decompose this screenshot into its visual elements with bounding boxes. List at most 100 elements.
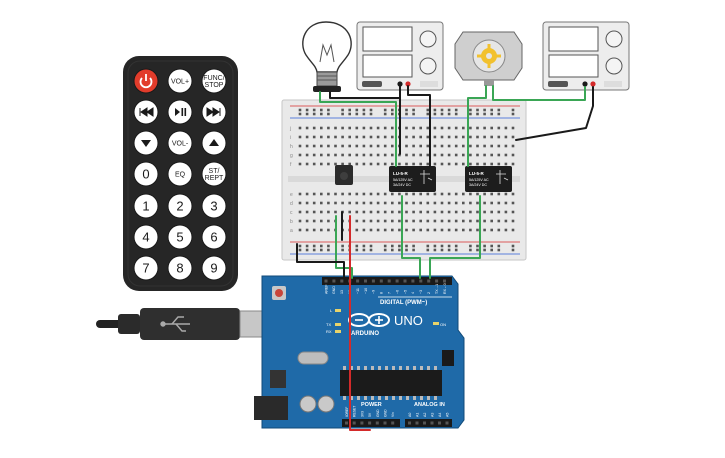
light-bulb[interactable] <box>302 21 352 92</box>
dc-motor[interactable] <box>454 31 523 86</box>
remote-button-next[interactable] <box>201 99 227 125</box>
breadboard-row-label: a <box>290 228 293 234</box>
remote-button-power[interactable] <box>133 68 159 94</box>
remote-button-label: VOL+ <box>171 79 189 86</box>
remote-button-up[interactable] <box>201 130 227 156</box>
breadboard-row-label: e <box>290 192 293 198</box>
analog-pin-label: A5 <box>446 413 450 417</box>
remote-button-st-rept[interactable]: ST/REPT <box>201 161 227 187</box>
remote-button-vol-up[interactable]: VOL+ <box>167 68 193 94</box>
remote-button-func-stop[interactable]: FUNC/STOP <box>201 68 227 94</box>
digital-pin-label: GND <box>332 286 336 294</box>
analog-pin-label: A0 <box>408 413 412 417</box>
board-model: UNO <box>394 313 423 328</box>
digital-pin-label: ~3 <box>419 290 423 294</box>
remote-button-eight[interactable]: 8 <box>167 255 193 281</box>
relay-1-name: LU-5-R <box>393 171 408 176</box>
power-pin-label: IOREF <box>345 407 349 417</box>
digital-pin-label: 7 <box>388 292 392 294</box>
wires[interactable] <box>296 85 594 431</box>
digital-label: DIGITAL (PWM~) <box>380 300 427 306</box>
relay-2[interactable]: LU-5-R 5A/125V AC 3A/24V DC <box>465 166 512 192</box>
led-l-label: L <box>330 308 333 313</box>
remote-button-seven[interactable]: 7 <box>133 255 159 281</box>
digital-pin-label: 2 <box>427 292 431 294</box>
breadboard-row-label: i <box>290 135 291 141</box>
wire-motor-to-supply2 <box>492 85 586 101</box>
breadboard-row-label: g <box>290 153 293 159</box>
remote-button-five[interactable]: 5 <box>167 224 193 250</box>
relay-1-rating-dc: 3A/24V DC <box>393 183 411 187</box>
remote-button-prev[interactable] <box>133 99 159 125</box>
digital-pin-label: ~9 <box>372 290 376 294</box>
remote-button-nine[interactable]: 9 <box>201 255 227 281</box>
analog-pin-label: A4 <box>438 413 442 417</box>
analog-in-label: ANALOG IN <box>414 402 445 408</box>
play-pause-icon <box>175 108 187 116</box>
usb-icon <box>160 316 190 332</box>
analog-pin-label: A1 <box>416 413 420 417</box>
gear-icon <box>477 44 501 68</box>
remote-button-label: 9 <box>210 261 217 276</box>
remote-button-label: 6 <box>210 230 217 245</box>
remote-button-down[interactable] <box>133 130 159 156</box>
wire-supply2-to-breadboard <box>515 86 594 141</box>
remote-button-four[interactable]: 4 <box>133 224 159 250</box>
power-supply-2[interactable] <box>542 21 630 91</box>
ir-receiver[interactable] <box>335 165 353 185</box>
led-rx-label: RX <box>326 329 332 334</box>
remote-button-eq[interactable]: EQ <box>167 161 193 187</box>
digital-pin-label: ~6 <box>395 290 399 294</box>
analog-pin-label: A2 <box>423 413 427 417</box>
breadboard-row-label: f <box>290 162 292 168</box>
power-pin-label: 5V <box>368 412 372 417</box>
ir-remote[interactable]: VOL+ FUNC/STOP VOL- 0 EQ ST/REPT 1 2 3 4 5 6 7 8 9 <box>123 56 238 291</box>
remote-button-vol-down[interactable]: VOL- <box>167 130 193 156</box>
relay-1[interactable]: LU-5-R 5A/125V AC 3A/24V DC <box>389 166 436 192</box>
power-pin-label: RESET <box>353 406 357 417</box>
relay-2-rating-ac: 5A/125V AC <box>469 178 489 182</box>
power-supply-1[interactable] <box>356 21 444 91</box>
remote-button-label: 8 <box>176 261 183 276</box>
remote-button-label: 0 <box>142 167 149 182</box>
digital-pin-label: AREF <box>324 284 328 294</box>
remote-button-label: 4 <box>142 230 149 245</box>
remote-button-one[interactable]: 1 <box>133 193 159 219</box>
digital-pin-label: ~10 <box>364 288 368 294</box>
digital-pin-label: RX←0 <box>443 283 447 294</box>
remote-button-label: 5 <box>176 230 183 245</box>
breadboard-row-label: j <box>289 126 291 132</box>
analog-pin-label: A3 <box>431 413 435 417</box>
remote-button-two[interactable]: 2 <box>167 193 193 219</box>
remote-button-three[interactable]: 3 <box>201 193 227 219</box>
wire-motor-to-relay2 <box>467 85 487 167</box>
remote-button-label: VOL- <box>172 141 189 148</box>
led-tx-label: TX <box>326 322 331 327</box>
wire-bulb-to-supply <box>319 91 397 167</box>
arrow-up-icon <box>209 139 219 146</box>
remote-button-play-pause[interactable] <box>167 99 193 125</box>
digital-pin-label: 8 <box>380 292 384 294</box>
skip-forward-icon <box>206 107 221 117</box>
power-pin-label: GND <box>376 409 380 417</box>
digital-pin-label: TX→1 <box>435 284 439 294</box>
power-icon <box>139 74 153 89</box>
remote-button-zero[interactable]: 0 <box>133 161 159 187</box>
breadboard-row-label: d <box>290 201 293 207</box>
relay-1-rating-ac: 5A/125V AC <box>393 178 413 182</box>
remote-button-label: EQ <box>175 172 186 179</box>
digital-pin-label: 4 <box>411 292 415 294</box>
remote-button-six[interactable]: 6 <box>201 224 227 250</box>
remote-button-label-2: STOP <box>205 82 224 89</box>
wire-supply1-to-relay1 <box>407 85 431 167</box>
wire-ir-5v <box>349 215 371 431</box>
breadboard-row-label: b <box>290 219 293 225</box>
relay-2-name: LU-5-R <box>469 171 484 176</box>
remote-button-label: 2 <box>176 199 183 214</box>
wire-relay1-signal <box>401 195 421 279</box>
skip-back-icon <box>139 107 154 117</box>
remote-button-label-2: REPT <box>205 175 224 182</box>
remote-button-label: ST/ <box>209 168 220 175</box>
